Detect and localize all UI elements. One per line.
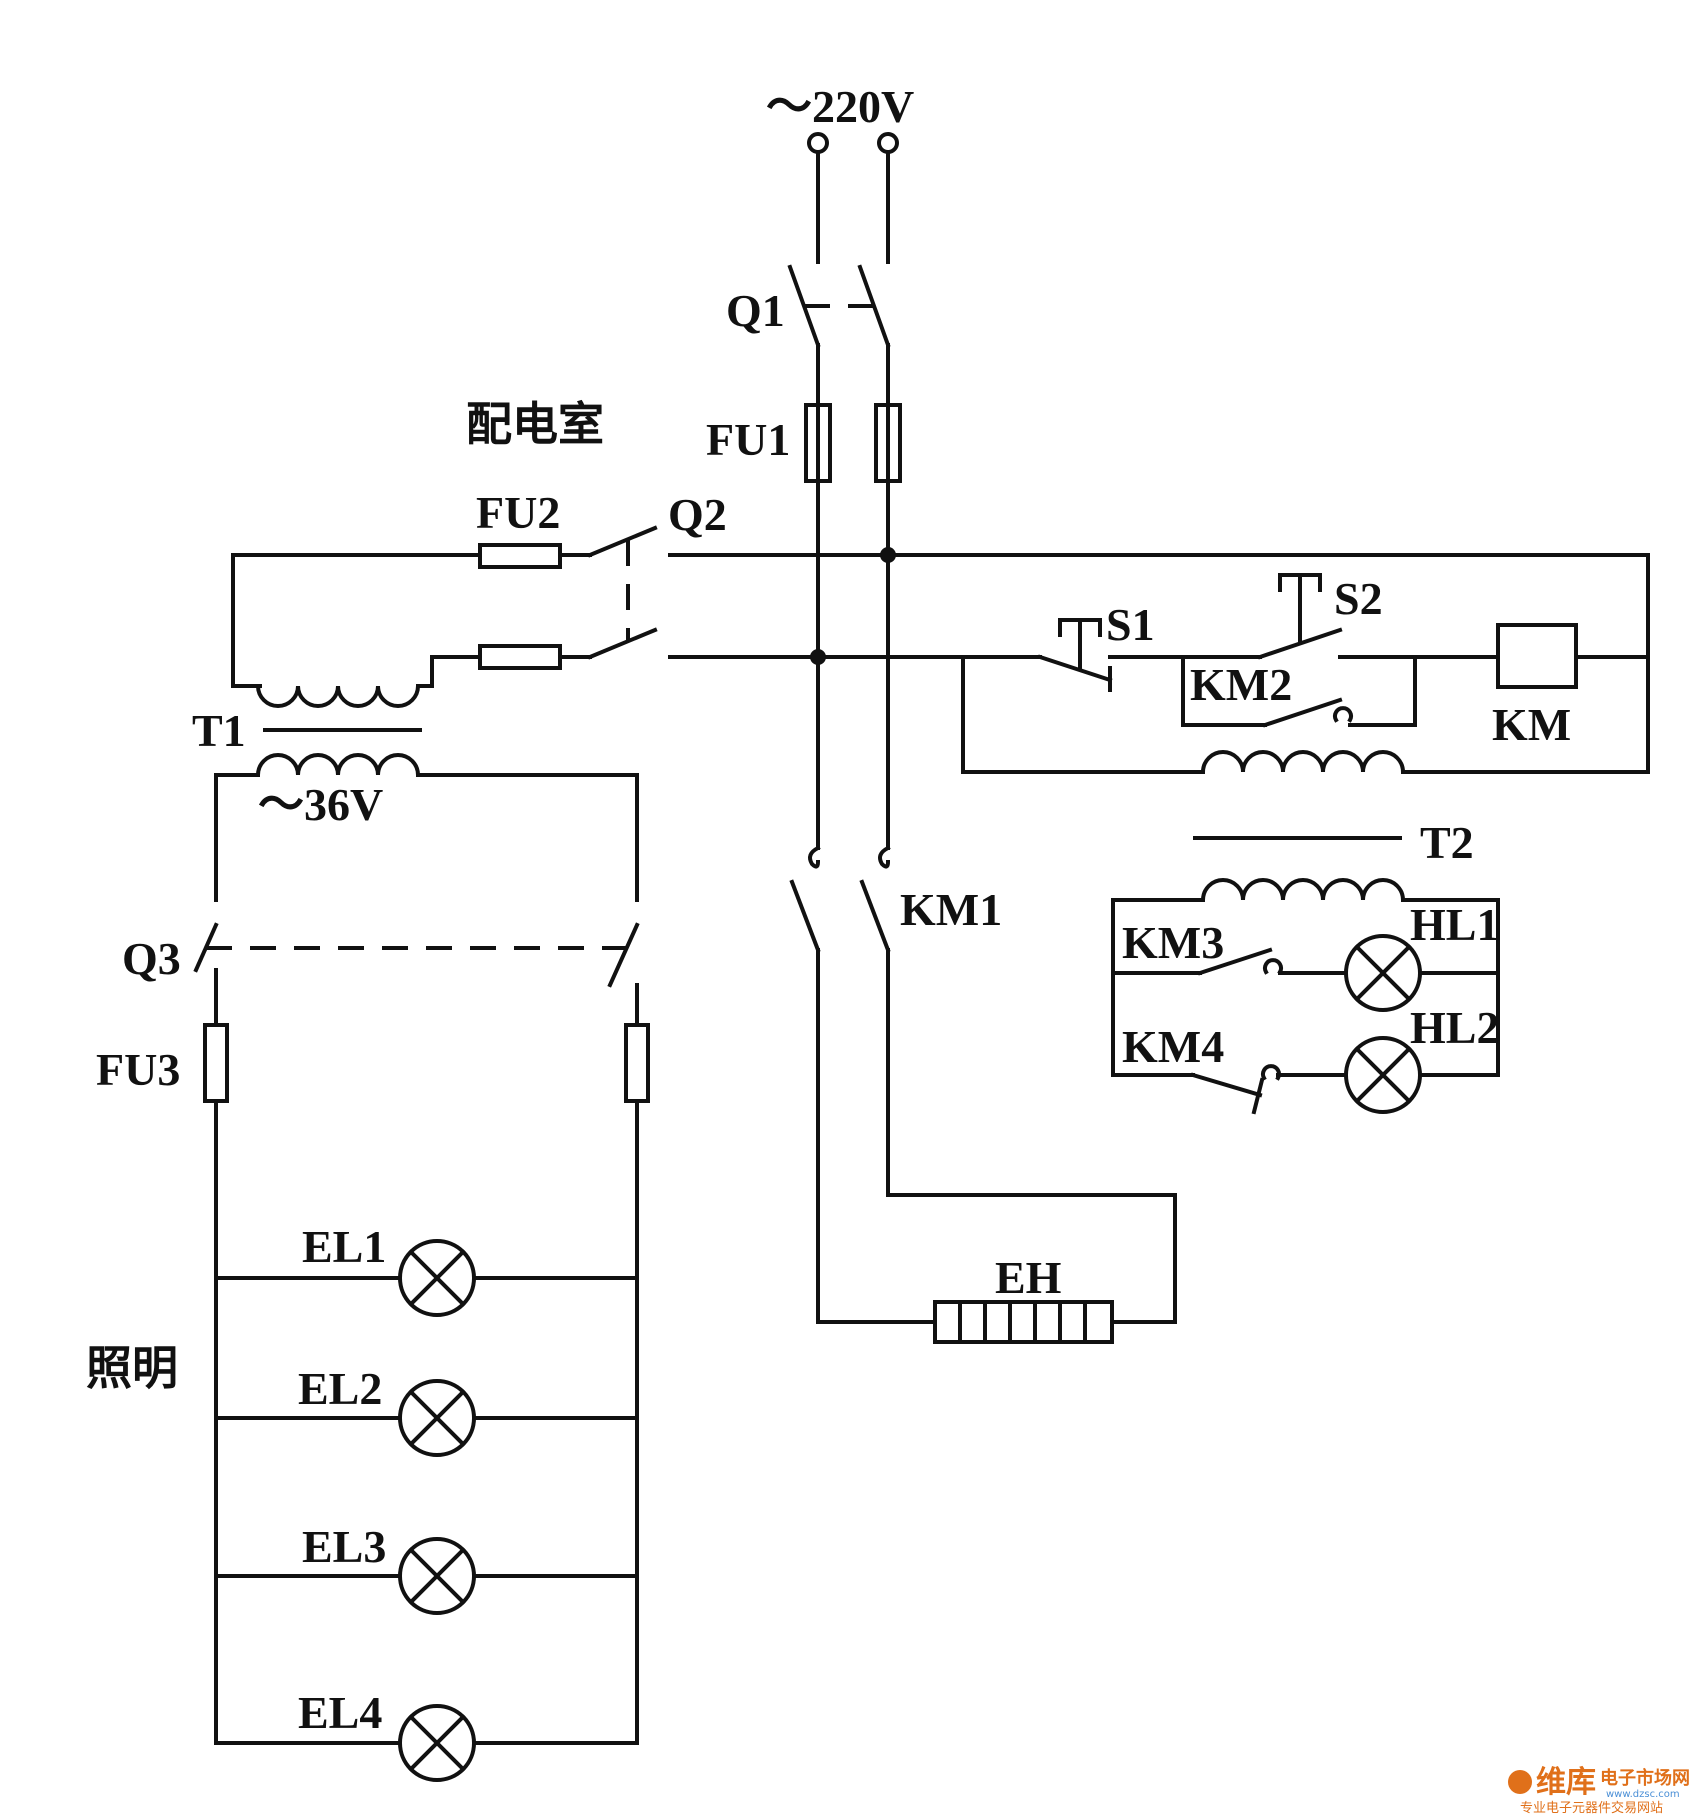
lamp-el1 [214, 1239, 639, 1317]
secondary-voltage-label: ～36V [258, 779, 383, 830]
t2-transformer [1193, 750, 1650, 903]
watermark: 维库 电子市场网 www.dzsc.com 专业电子元器件交易网站 [1508, 1765, 1690, 1816]
q1-label: Q1 [726, 285, 785, 336]
km4-contact [1190, 1064, 1347, 1115]
eh-heater [933, 1300, 1114, 1344]
km-label: KM [1492, 699, 1571, 750]
t1-label: T1 [192, 705, 246, 756]
room-label: 配电室 [466, 397, 604, 451]
t2-label: T2 [1420, 817, 1474, 868]
watermark-site: 电子市场网 [1600, 1767, 1690, 1789]
km3-label: KM3 [1122, 917, 1224, 968]
q2-switch [558, 525, 658, 660]
watermark-slogan: 专业电子元器件交易网站 [1520, 1800, 1663, 1816]
fu3-fuses [203, 1023, 650, 1103]
lighting-label: 照明 [86, 1341, 178, 1395]
t1-transformer [255, 683, 422, 778]
km4-label: KM4 [1122, 1021, 1224, 1072]
s2-label: S2 [1334, 573, 1383, 624]
s1-label: S1 [1106, 599, 1155, 650]
km1-contacts [789, 845, 891, 953]
q2-label: Q2 [668, 489, 727, 540]
fu1-label: FU1 [706, 414, 790, 465]
el3-label: EL3 [302, 1521, 386, 1572]
lamp-el4 [214, 1704, 639, 1782]
km1-label: KM1 [900, 884, 1002, 935]
lamp-el2 [214, 1379, 639, 1457]
el2-label: EL2 [298, 1363, 382, 1414]
km2-label: KM2 [1190, 659, 1292, 710]
fu2-label: FU2 [476, 487, 560, 538]
watermark-brand: 维库 [1536, 1765, 1596, 1800]
eh-label: EH [995, 1252, 1062, 1303]
q3-label: Q3 [122, 933, 181, 984]
lamp-el3 [214, 1537, 639, 1615]
lamp-hl2 [1344, 1036, 1422, 1114]
fu3-label: FU3 [96, 1044, 180, 1095]
s1-pushbutton [961, 618, 1113, 692]
lamp-hl1 [1344, 934, 1500, 1012]
supply-voltage-label: ～220V [766, 81, 914, 132]
watermark-logo-icon [1508, 1770, 1532, 1794]
hl1-label: HL1 [1410, 899, 1499, 950]
km-coil [1413, 623, 1650, 689]
watermark-url: www.dzsc.com [1606, 1789, 1680, 1800]
fu2-fuses [478, 543, 562, 670]
s2-pushbutton [1181, 573, 1417, 660]
q1-switch [787, 150, 891, 407]
el4-label: EL4 [298, 1687, 382, 1738]
hl2-label: HL2 [1410, 1002, 1499, 1053]
q3-switch [193, 922, 640, 1027]
km3-contact [1111, 947, 1347, 976]
el1-label: EL1 [302, 1221, 386, 1272]
fu1-fuses [804, 403, 902, 483]
supply-terminals [807, 132, 899, 154]
km2-contact [1181, 655, 1417, 728]
